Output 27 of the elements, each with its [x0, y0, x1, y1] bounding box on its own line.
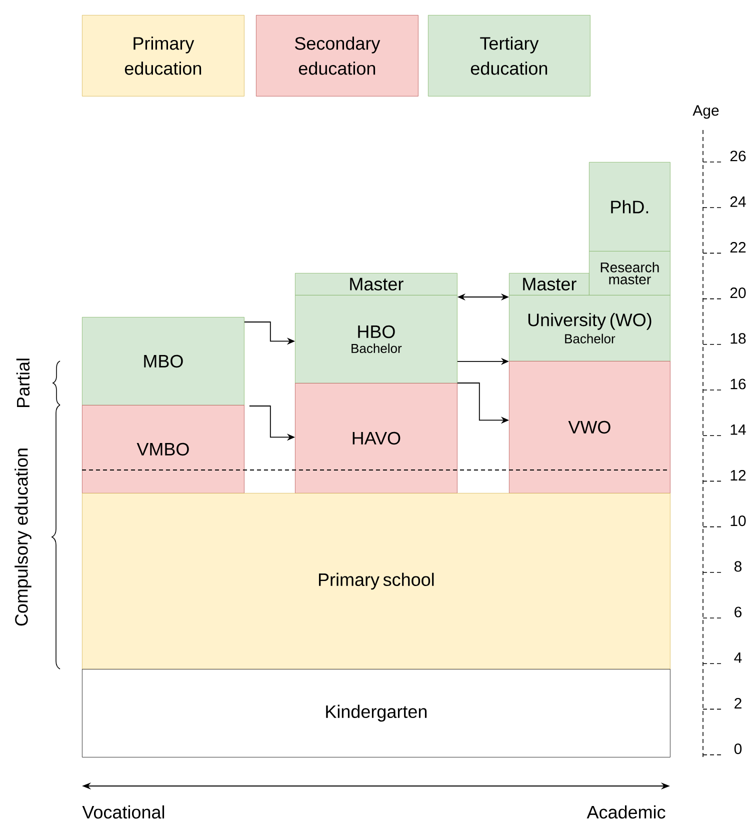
education-box: MBO [82, 317, 244, 406]
education-box: Primary school [82, 493, 670, 670]
education-box: Master [509, 273, 590, 296]
education-box: VWO [509, 361, 670, 494]
tick-label: 20 [730, 288, 746, 298]
tick-label: 6 [734, 606, 742, 618]
tick-label: 24 [730, 196, 746, 207]
education-box: Kindergarten [82, 669, 670, 758]
brace-label: Compulsory education [14, 448, 32, 626]
tick-label: 2 [734, 698, 742, 708]
axis-label: Vocational [82, 805, 164, 819]
tick-label: 10 [730, 516, 746, 526]
tick-label: 12 [730, 470, 746, 480]
axis-label: Academic [586, 805, 666, 819]
tick-label: 0 [734, 744, 742, 754]
tick-label: 16 [730, 378, 746, 390]
education-box: Master [295, 273, 458, 296]
brace-label: Partial [16, 358, 30, 408]
tick-label: 8 [734, 561, 742, 572]
tick-label: 22 [730, 242, 746, 252]
tick-label: 14 [730, 424, 746, 435]
education-box: HAVO [295, 383, 458, 494]
tick-label: 26 [730, 150, 746, 162]
tick-label: 18 [730, 333, 746, 344]
tick-label: 4 [734, 652, 742, 663]
education-box: VMBO [82, 405, 244, 494]
axis-title: Age [692, 105, 719, 119]
